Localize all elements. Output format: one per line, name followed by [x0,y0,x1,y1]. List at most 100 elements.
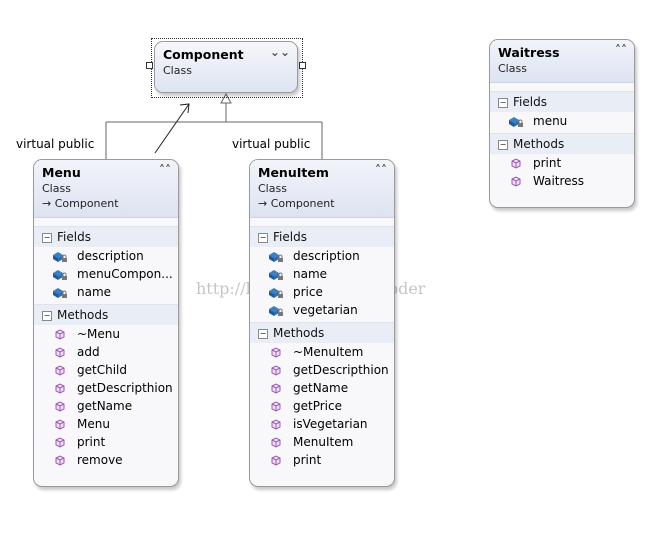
field-lock-icon [53,287,67,298]
method-name: remove [77,453,123,467]
method-name: getName [293,381,349,395]
method-row[interactable]: print [250,451,394,469]
inheritance-arrowhead [220,92,232,104]
field-lock-icon [269,305,283,316]
collapse-chevron-icon[interactable]: ˄˄ [159,163,171,177]
method-row[interactable]: MenuItem [250,433,394,451]
method-cube-icon [55,382,65,394]
field-name: name [77,285,112,299]
method-row[interactable]: print [490,154,634,172]
collapse-toggle-icon[interactable]: − [258,232,268,243]
method-cube-icon [55,346,65,358]
method-cube-icon [271,418,281,430]
menuitem-stereotype: Class [258,182,287,195]
menu-fields-section[interactable]: −Fields [34,226,178,247]
association-arrowhead [179,103,190,114]
collapse-toggle-icon[interactable]: − [42,232,52,243]
method-row[interactable]: isVegetarian [250,415,394,433]
method-row[interactable]: remove [34,451,178,469]
method-name: print [293,453,322,467]
waitress-methods-section[interactable]: −Methods [490,133,634,154]
field-row[interactable]: description [34,247,178,265]
method-row[interactable]: getPrice [250,397,394,415]
collapse-toggle-icon[interactable]: − [258,328,268,339]
fields-label: Fields [57,230,91,244]
collapse-toggle-icon[interactable]: − [42,310,52,321]
collapse-chevron-icon[interactable]: ˄˄ [375,163,387,177]
collapse-chevron-icon[interactable]: ˄˄ [615,43,627,57]
method-row[interactable]: getName [250,379,394,397]
component-title: Component [163,47,244,62]
field-lock-icon [269,251,283,262]
field-name: price [293,285,323,299]
waitress-stereotype: Class [498,62,527,75]
method-name: Menu [77,417,110,431]
inherit-arrow-icon: → [258,197,268,210]
menuitem-title: MenuItem [258,165,329,180]
edge-label-right: virtual public [232,137,311,151]
method-name: isVegetarian [293,417,368,431]
method-cube-icon [511,157,521,169]
method-row[interactable]: add [34,343,178,361]
method-name: add [77,345,100,359]
method-cube-icon [55,436,65,448]
method-name: getDescripthion [77,381,173,395]
field-lock-icon [53,269,67,280]
waitress-class[interactable]: Waitress Class ˄˄ −Fields menu −Methods … [489,39,635,208]
method-name: getDescripthion [293,363,389,377]
method-name: MenuItem [293,435,354,449]
collapse-toggle-icon[interactable]: − [498,139,508,150]
resize-handle-left[interactable] [146,62,153,69]
field-row[interactable]: menuCompon... [34,265,178,283]
field-row[interactable]: name [34,283,178,301]
inherits-name: Component [54,197,119,210]
methods-label: Methods [273,326,325,340]
field-row[interactable]: name [250,265,394,283]
method-name: print [533,156,562,170]
waitress-fields-section[interactable]: −Fields [490,91,634,112]
method-row[interactable]: getDescripthion [250,361,394,379]
method-cube-icon [271,364,281,376]
field-row[interactable]: description [250,247,394,265]
method-row[interactable]: ~MenuItem [250,343,394,361]
method-cube-icon [55,364,65,376]
field-name: description [293,249,360,263]
method-row[interactable]: Waitress [490,172,634,190]
method-cube-icon [55,454,65,466]
field-lock-icon [269,269,283,280]
resize-handle-right[interactable] [299,62,306,69]
method-row[interactable]: Menu [34,415,178,433]
menu-title: Menu [42,165,81,180]
field-name: vegetarian [293,303,358,317]
method-row[interactable]: ~Menu [34,325,178,343]
edge-label-left: virtual public [16,137,95,151]
method-name: getName [77,399,133,413]
method-name: ~Menu [77,327,121,341]
method-row[interactable]: print [34,433,178,451]
method-cube-icon [271,436,281,448]
field-row[interactable]: menu [490,112,634,130]
method-row[interactable]: getChild [34,361,178,379]
method-name: ~MenuItem [293,345,364,359]
field-row[interactable]: price [250,283,394,301]
component-class[interactable]: Component Class ⌄⌄ [154,41,298,93]
inherit-arrow-icon: → [42,197,52,210]
menu-methods-section[interactable]: −Methods [34,304,178,325]
methods-label: Methods [57,308,109,322]
menu-inherits: → Component [42,196,170,211]
method-name: print [77,435,106,449]
field-row[interactable]: vegetarian [250,301,394,319]
menu-class[interactable]: Menu Class → Component ˄˄ −Fields descri… [33,159,179,487]
menuitem-methods-section[interactable]: −Methods [250,322,394,343]
menuitem-class[interactable]: MenuItem Class → Component ˄˄ −Fields de… [249,159,395,487]
field-lock-icon [509,116,523,127]
field-name: name [293,267,328,281]
method-cube-icon [55,328,65,340]
menuitem-fields-section[interactable]: −Fields [250,226,394,247]
method-row[interactable]: getDescripthion [34,379,178,397]
method-cube-icon [271,382,281,394]
method-row[interactable]: getName [34,397,178,415]
collapse-toggle-icon[interactable]: − [498,97,508,108]
expand-chevron-icon[interactable]: ⌄⌄ [269,45,290,59]
